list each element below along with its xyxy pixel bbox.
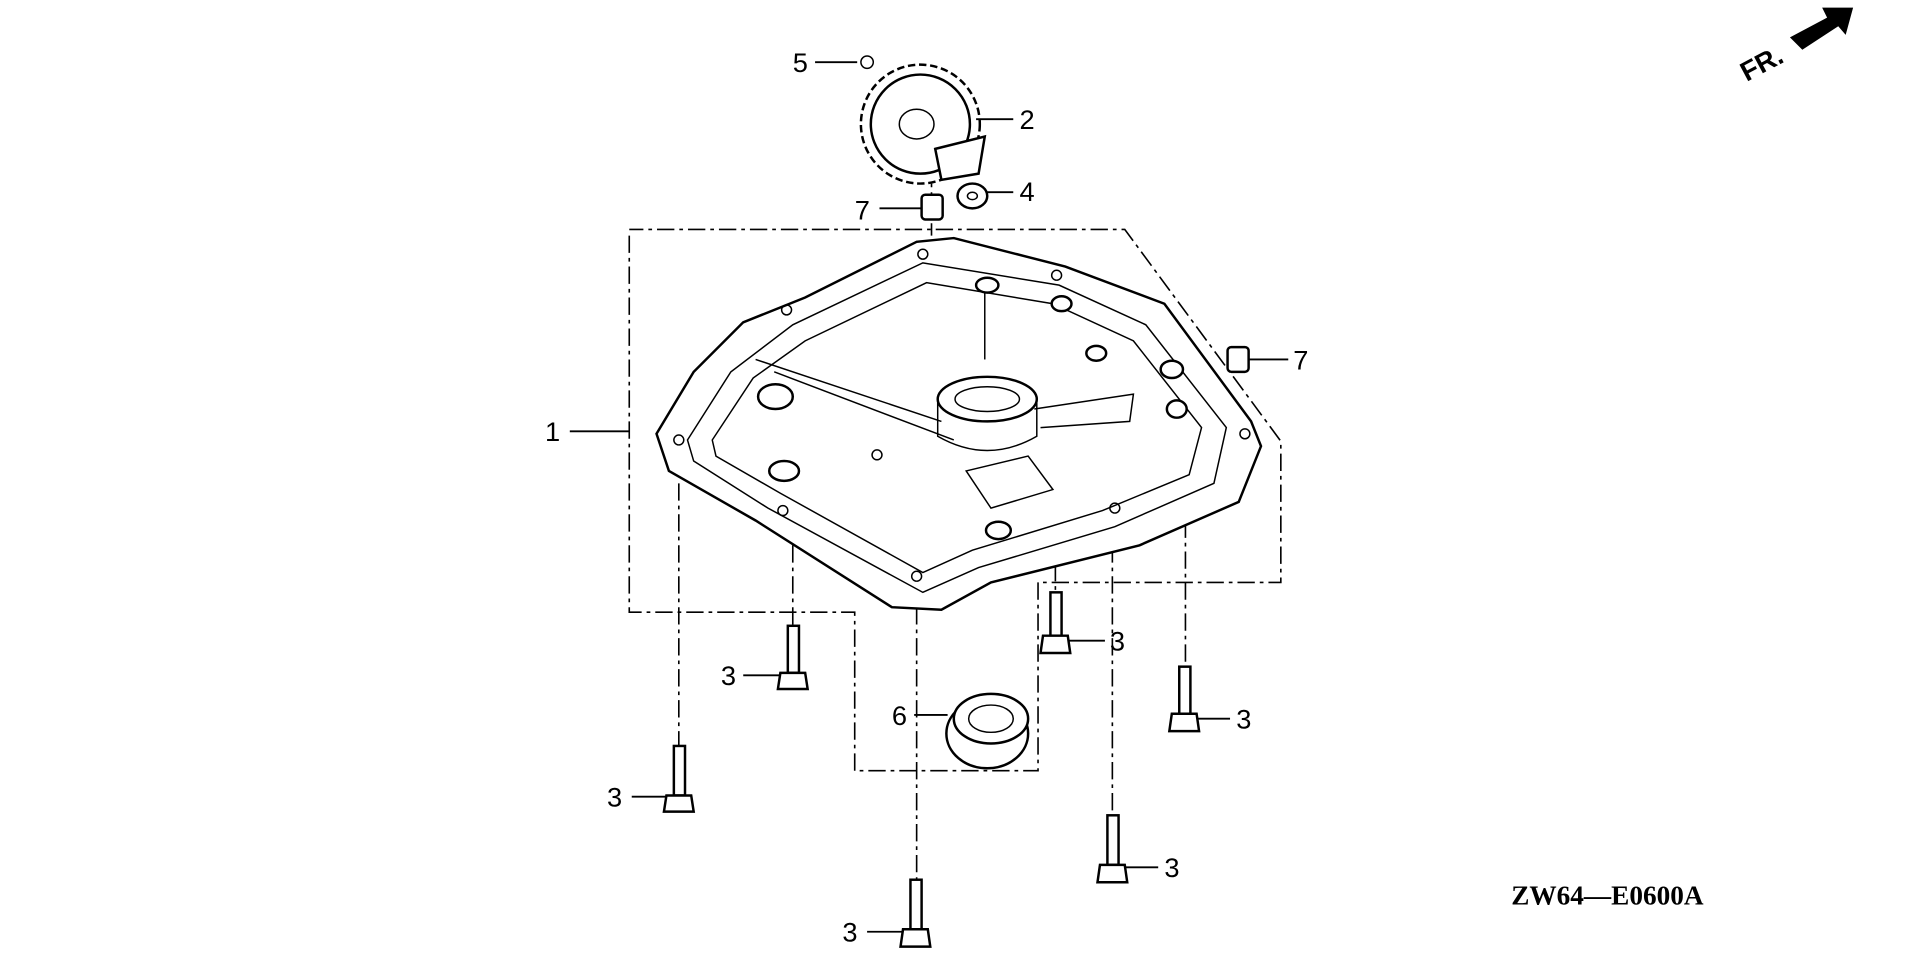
dowel-pin bbox=[920, 193, 944, 221]
oil-seal bbox=[945, 692, 1030, 770]
drawing-code: ZW64—E0600A bbox=[1511, 880, 1704, 910]
governor-gear bbox=[859, 63, 987, 185]
callout-5[interactable]: 5 bbox=[793, 47, 808, 78]
callout-7[interactable]: 7 bbox=[855, 194, 870, 225]
callout-3[interactable]: 3 bbox=[607, 782, 622, 813]
front-arrow-icon bbox=[1789, 7, 1854, 50]
callout-3[interactable]: 3 bbox=[721, 660, 736, 691]
washer bbox=[956, 182, 989, 210]
flange-bolt bbox=[662, 744, 696, 813]
callout-3[interactable]: 3 bbox=[1236, 704, 1251, 735]
dowel-pin bbox=[1226, 345, 1250, 374]
callout-1[interactable]: 1 bbox=[545, 416, 560, 447]
front-direction-indicator: FR. bbox=[1735, 7, 1854, 87]
flange-bolt bbox=[1167, 665, 1201, 733]
callout-2[interactable]: 2 bbox=[1019, 104, 1034, 135]
leader-lines bbox=[569, 61, 1289, 933]
flange-bolt bbox=[1096, 814, 1129, 884]
clip bbox=[860, 55, 875, 70]
flange-bolt bbox=[776, 624, 810, 691]
callout-3[interactable]: 3 bbox=[1164, 852, 1179, 883]
flange-bolt bbox=[1039, 591, 1072, 655]
assembly-outline bbox=[628, 161, 1282, 883]
flange-bolt bbox=[899, 878, 932, 948]
callout-4[interactable]: 4 bbox=[1019, 176, 1034, 207]
front-label: FR. bbox=[1735, 39, 1788, 87]
callout-3[interactable]: 3 bbox=[842, 917, 857, 948]
callout-6[interactable]: 6 bbox=[892, 700, 907, 731]
callout-3[interactable]: 3 bbox=[1110, 626, 1125, 657]
oil-pan-case bbox=[655, 236, 1263, 611]
callout-7[interactable]: 7 bbox=[1293, 344, 1308, 375]
